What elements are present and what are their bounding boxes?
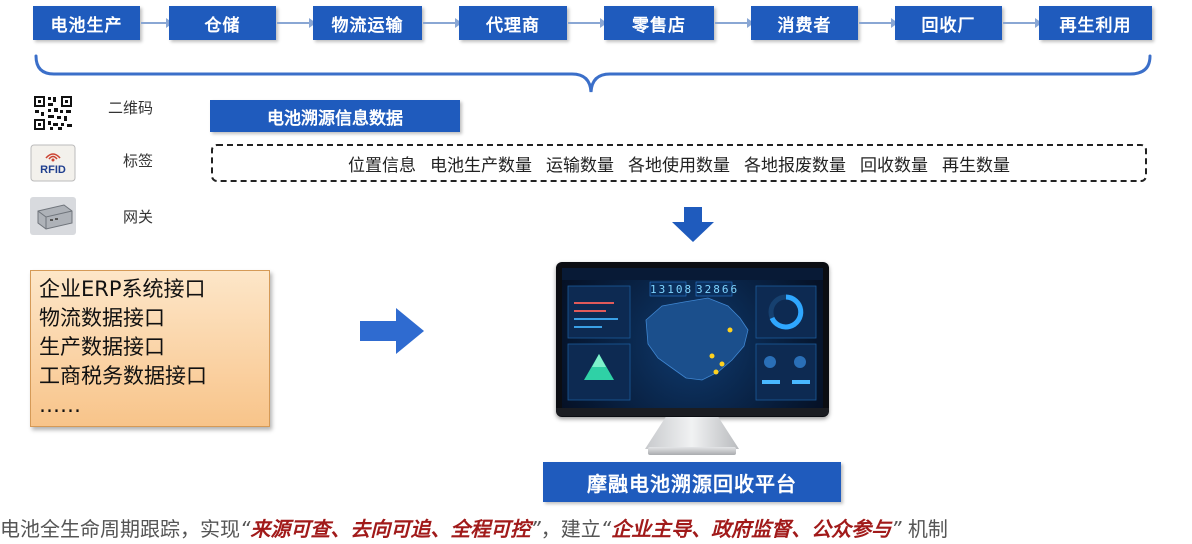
- chain-arrow: [1003, 18, 1042, 28]
- stage-recycling-plant: 回收厂: [895, 6, 1002, 40]
- monitor-counter-right: 32866: [696, 283, 740, 296]
- data-item-recycle-count: 回收数量: [860, 155, 928, 176]
- data-interfaces-box: 企业ERP系统接口 物流数据接口 生产数据接口 工商税务数据接口 ……: [30, 270, 270, 427]
- chain-arrow: [423, 18, 462, 28]
- gateway-device-icon: [30, 197, 76, 235]
- chain-arrow: [715, 18, 754, 28]
- data-item-scrap-count: 各地报废数量: [744, 155, 846, 176]
- caption-middle: ，建立: [540, 517, 601, 541]
- caption-quote-close: ”: [891, 517, 908, 541]
- data-items-box: 位置信息 电池生产数量 运输数量 各地使用数量 各地报废数量 回收数量 再生数量: [211, 144, 1147, 182]
- monitor-counter-left: 13108: [650, 283, 694, 296]
- chain-arrow: [568, 18, 607, 28]
- interface-tax: 工商税务数据接口: [39, 364, 207, 388]
- data-item-transport-count: 运输数量: [546, 155, 614, 176]
- platform-label: 摩融电池溯源回收平台: [543, 462, 841, 502]
- identifier-label-qr: 二维码: [108, 99, 154, 117]
- monitor-stand-base: [648, 447, 736, 455]
- data-item-location: 位置信息: [348, 155, 416, 176]
- qr-code-icon: [30, 94, 76, 132]
- caption-emphasis-2: 企业主导、政府监督、公众参与: [611, 517, 892, 541]
- interface-logistics: 物流数据接口: [39, 306, 165, 330]
- stage-retail-store: 零售店: [604, 6, 714, 40]
- down-arrow-icon: [672, 207, 714, 242]
- chain-arrow: [859, 18, 898, 28]
- monitor-display: 13108 32866: [556, 262, 829, 417]
- chain-arrow: [277, 18, 316, 28]
- interface-more: ……: [39, 393, 81, 417]
- stage-logistics: 物流运输: [313, 6, 422, 40]
- stage-consumer: 消费者: [751, 6, 858, 40]
- caption-quote-open: “: [600, 517, 612, 541]
- interface-production: 生产数据接口: [39, 335, 165, 359]
- identifier-label-rfid: 标签: [123, 152, 154, 170]
- caption-prefix: 电池全生命周期跟踪，实现: [0, 517, 240, 541]
- data-item-usage-count: 各地使用数量: [628, 155, 730, 176]
- data-item-regenerated-count: 再生数量: [942, 155, 1010, 176]
- dashboard-graphic: [562, 268, 823, 401]
- interface-erp: 企业ERP系统接口: [39, 277, 206, 301]
- stage-warehouse: 仓储: [169, 6, 276, 40]
- caption-quote-open: “: [240, 517, 251, 541]
- stage-agent: 代理商: [459, 6, 567, 40]
- monitor-stand: [645, 417, 739, 449]
- stage-battery-production: 电池生产: [33, 6, 140, 40]
- stage-recycled-use: 再生利用: [1039, 6, 1152, 40]
- dashboard-screen: 13108 32866: [562, 268, 823, 408]
- caption-suffix: 机制: [907, 517, 948, 541]
- bracket-brace: [34, 54, 1152, 93]
- right-arrow-icon: [360, 308, 424, 354]
- caption: 电池全生命周期跟踪，实现“来源可查、去向可追、全程可控”，建立“企业主导、政府监…: [0, 513, 1192, 542]
- data-item-production-count: 电池生产数量: [430, 155, 532, 176]
- svg-text:RFID: RFID: [40, 164, 66, 176]
- caption-emphasis-1: 来源可查、去向可追、全程可控: [250, 517, 531, 541]
- caption-quote-close: ”: [530, 517, 541, 541]
- identifier-label-gateway: 网关: [123, 208, 154, 226]
- rfid-tag-icon: RFID: [30, 144, 76, 182]
- data-section-header: 电池溯源信息数据: [210, 100, 460, 132]
- monitor-chin: [556, 408, 829, 416]
